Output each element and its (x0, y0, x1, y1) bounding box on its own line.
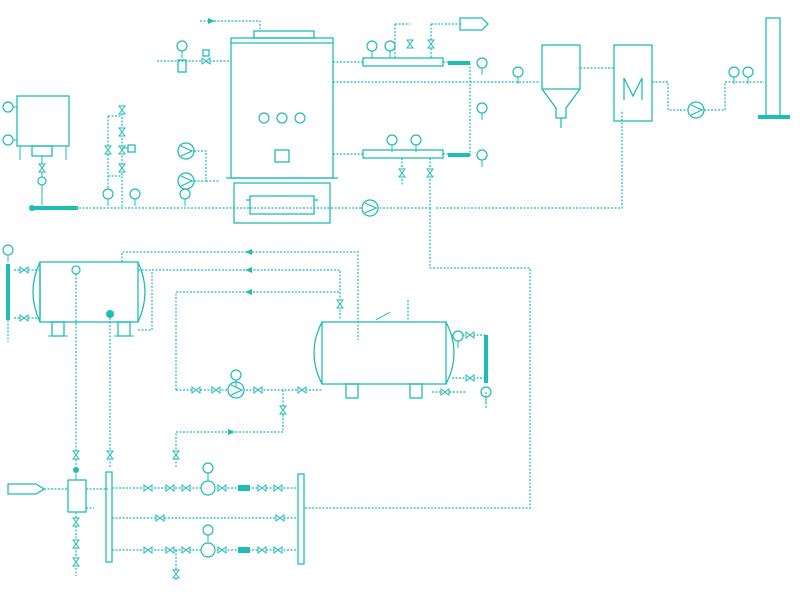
softener-unit (7, 467, 108, 576)
top-left-tank (16, 95, 70, 205)
left-tank-level-gauge (2, 244, 40, 342)
dosing-valve-rack (102, 105, 191, 208)
boiler-top-piping (157, 18, 261, 73)
top-left-tank-gauges (2, 101, 47, 186)
branch-line-upper (112, 462, 298, 496)
right-horizontal-tank (313, 300, 455, 399)
upper-steam-header (333, 17, 489, 156)
cyclone-separator (541, 44, 581, 128)
induced-draft-fan (687, 66, 764, 119)
bag-filter (580, 44, 686, 122)
branch-line-middle (112, 514, 298, 522)
boiler-feed-header-line (30, 110, 623, 209)
feed-pump-line (172, 369, 322, 468)
exhaust-line (470, 66, 540, 85)
feed-line-end (29, 205, 35, 211)
tank-return-lines (121, 249, 359, 390)
branch-line-lower (112, 524, 298, 580)
return-to-exchanger-line (304, 208, 531, 509)
return-manifold (297, 473, 305, 565)
lower-steam-header (333, 102, 488, 208)
boiler-circulation-pumps (177, 142, 220, 190)
supply-manifold (105, 471, 113, 563)
left-horizontal-tank (32, 261, 146, 337)
header-line-pump (361, 199, 379, 217)
chimney-stack (758, 17, 790, 119)
boiler-vessel (226, 30, 338, 224)
right-tank-level-gauge (432, 330, 492, 408)
left-tank-nozzles (71, 265, 114, 470)
